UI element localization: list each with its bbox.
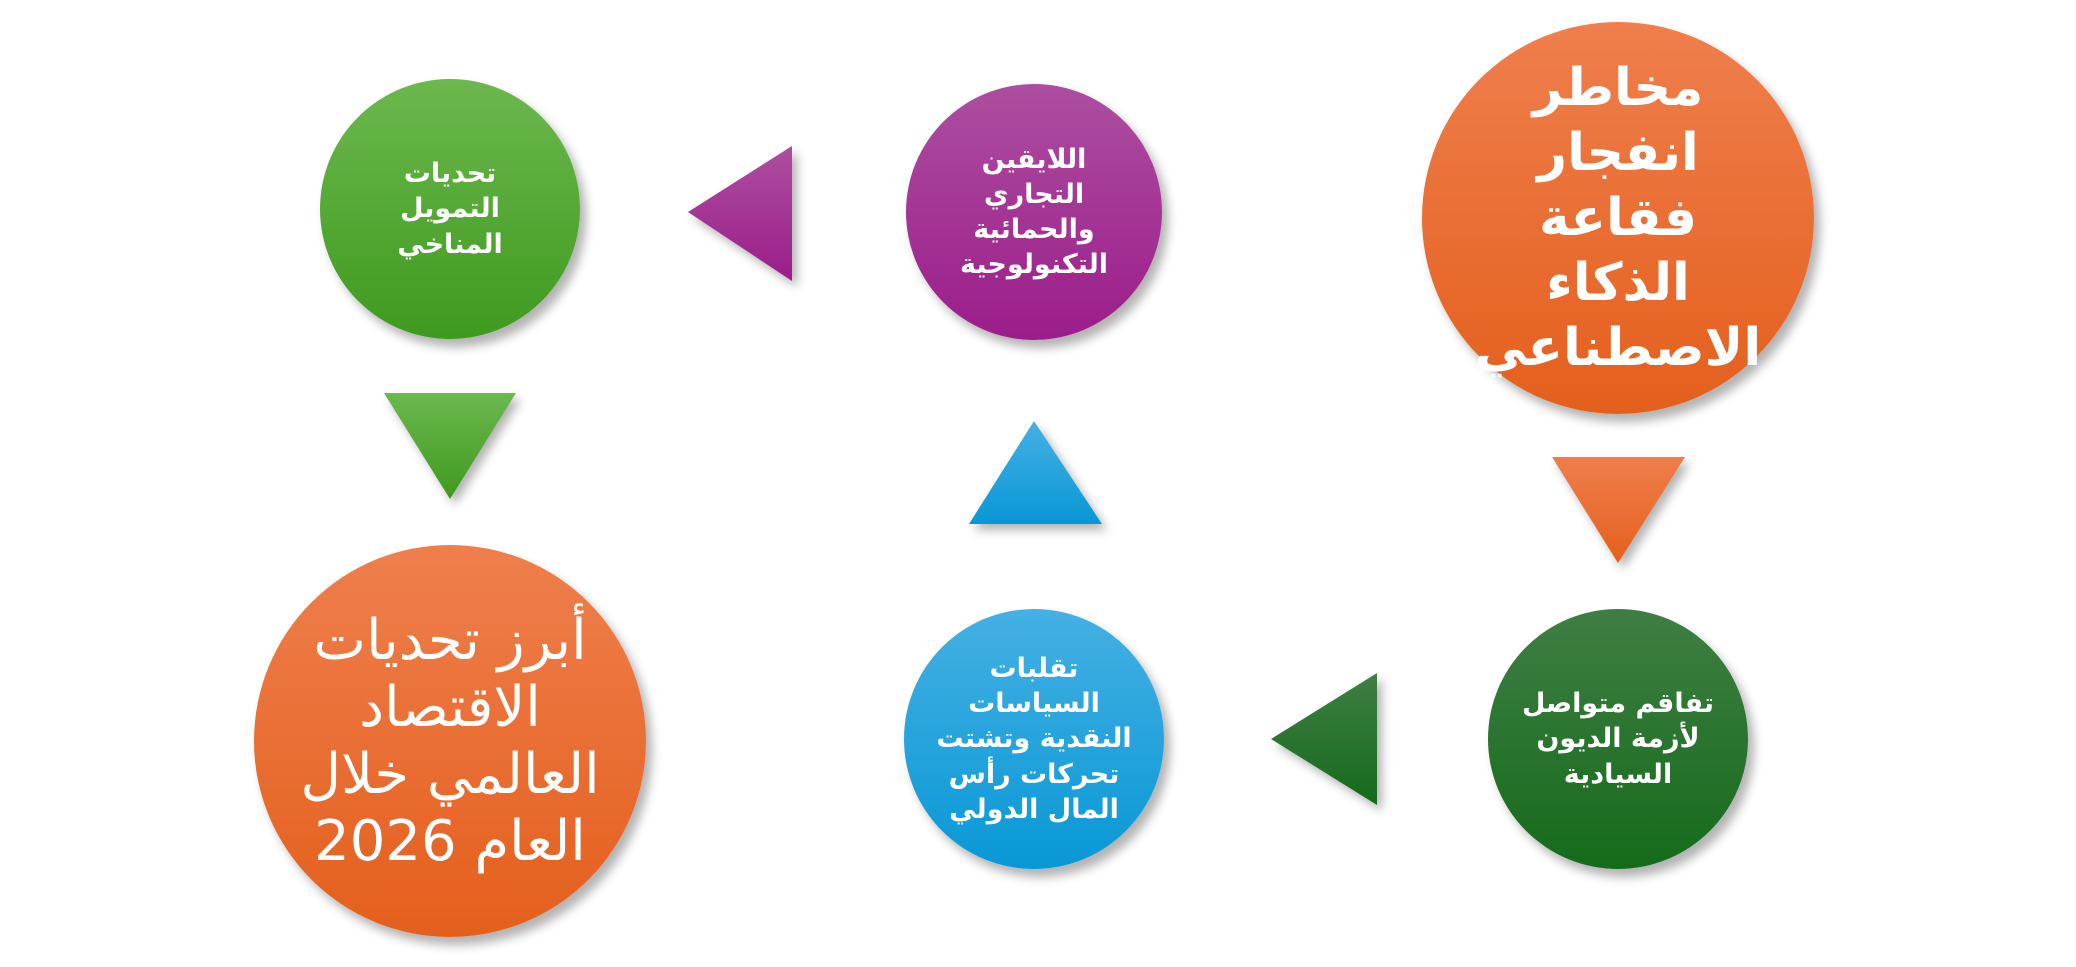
node-debt-crisis-label: تفاقم متواصل لأزمة الديون السيادية: [1521, 688, 1715, 790]
arrow-left-dark-green: [1271, 673, 1377, 805]
node-ai-bubble: مخاطر انفجار فقاعة الذكاء الاصطناعي: [1422, 22, 1814, 414]
diagram-title: أبرز تحديات الاقتصاد العالمي خلال العام …: [254, 545, 646, 937]
node-climate-label: تحديات التمويل المناخي: [397, 158, 503, 260]
arrow-up-blue: [969, 421, 1102, 524]
arrow-down-orange: [1552, 457, 1685, 563]
node-debt-crisis: تفاقم متواصل لأزمة الديون السيادية: [1488, 609, 1748, 869]
arrow-down-green: [384, 393, 516, 499]
node-monetary: تقلبات السياسات النقدية وتشتت تحركات رأس…: [904, 609, 1164, 869]
node-monetary-label: تقلبات السياسات النقدية وتشتت تحركات رأس…: [936, 653, 1132, 825]
node-trade: اللايقين التجاري والحمائية التكنولوجية: [906, 84, 1162, 340]
arrow-left-purple: [688, 146, 792, 281]
node-ai-bubble-label: مخاطر انفجار فقاعة الذكاء الاصطناعي: [1474, 57, 1762, 378]
node-trade-label: اللايقين التجاري والحمائية التكنولوجية: [960, 143, 1108, 281]
node-climate: تحديات التمويل المناخي: [320, 79, 580, 339]
diagram-title-label: أبرز تحديات الاقتصاد العالمي خلال العام …: [300, 607, 600, 875]
